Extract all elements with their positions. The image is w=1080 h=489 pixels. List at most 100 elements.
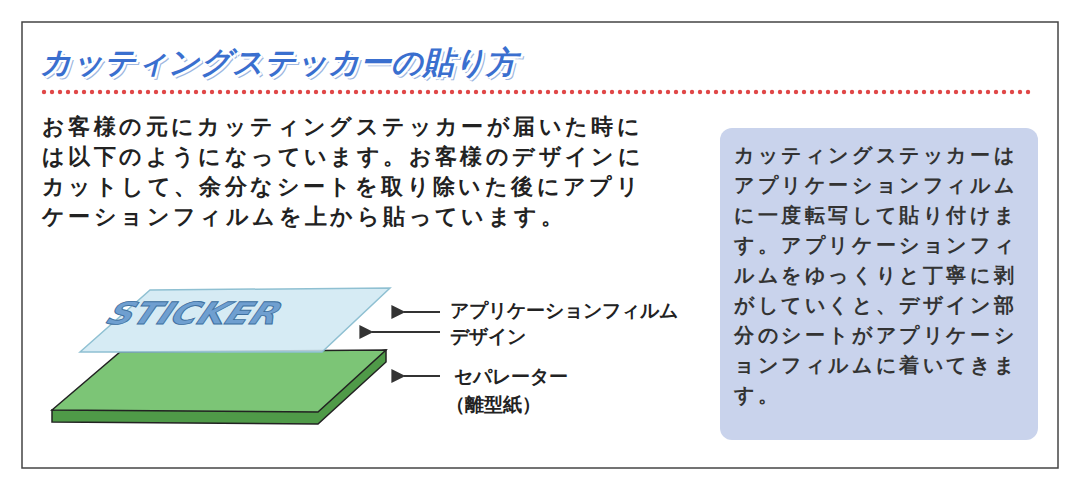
dot [154, 90, 158, 94]
dot [538, 90, 542, 94]
dot [970, 90, 974, 94]
leader-arrow [404, 311, 440, 313]
dot [826, 90, 830, 94]
dot [90, 90, 94, 94]
dot [234, 90, 238, 94]
dot [962, 90, 966, 94]
dotted-rule [42, 90, 1030, 94]
dot [362, 90, 366, 94]
dot [546, 90, 550, 94]
dot [986, 90, 990, 94]
dot [666, 90, 670, 94]
dot [378, 90, 382, 94]
dot [506, 90, 510, 94]
dot [250, 90, 254, 94]
dot [786, 90, 790, 94]
dot [794, 90, 798, 94]
dot [138, 90, 142, 94]
dot [602, 90, 606, 94]
dot [58, 90, 62, 94]
dot [674, 90, 678, 94]
dot [658, 90, 662, 94]
dot [1002, 90, 1006, 94]
title: カッティングステッカーの貼り方 [40, 42, 517, 84]
application-film [80, 288, 390, 352]
dot [626, 90, 630, 94]
dot [842, 90, 846, 94]
dot [242, 90, 246, 94]
dot [746, 90, 750, 94]
dot [330, 90, 334, 94]
leader-arrow [404, 375, 440, 377]
dot [610, 90, 614, 94]
dot [946, 90, 950, 94]
dot [834, 90, 838, 94]
dot [898, 90, 902, 94]
intro-paragraph: お客様の元にカッティングステッカーが届いた時には以下のようになっています。お客様… [42, 112, 667, 232]
dot [914, 90, 918, 94]
dot [202, 90, 206, 94]
dot [274, 90, 278, 94]
dot [1026, 90, 1030, 94]
dot [42, 90, 46, 94]
dot [738, 90, 742, 94]
dot [906, 90, 910, 94]
dot [810, 90, 814, 94]
dot [290, 90, 294, 94]
dot [82, 90, 86, 94]
dot [146, 90, 150, 94]
dot [482, 90, 486, 94]
dot [522, 90, 526, 94]
dot [338, 90, 342, 94]
dot [530, 90, 534, 94]
dot [698, 90, 702, 94]
dot [498, 90, 502, 94]
dot [218, 90, 222, 94]
dot [770, 90, 774, 94]
dot [778, 90, 782, 94]
dot [722, 90, 726, 94]
dot [98, 90, 102, 94]
dot [410, 90, 414, 94]
dot [122, 90, 126, 94]
dot [650, 90, 654, 94]
dot [130, 90, 134, 94]
dot [978, 90, 982, 94]
dot [402, 90, 406, 94]
dot [418, 90, 422, 94]
dot [754, 90, 758, 94]
dot [882, 90, 886, 94]
dot [298, 90, 302, 94]
dot [282, 90, 286, 94]
dot [802, 90, 806, 94]
dot [490, 90, 494, 94]
dot [66, 90, 70, 94]
dot [314, 90, 318, 94]
dot [74, 90, 78, 94]
separator-side [52, 350, 386, 424]
dot [938, 90, 942, 94]
dot [322, 90, 326, 94]
dot [178, 90, 182, 94]
dot [1010, 90, 1014, 94]
dot [514, 90, 518, 94]
dot [442, 90, 446, 94]
dot [586, 90, 590, 94]
dot [370, 90, 374, 94]
dot [594, 90, 598, 94]
note-box: カッティングステッカーはアプリケーションフィルムに一度転写して貼り付けます。アプ… [720, 128, 1038, 440]
dot [818, 90, 822, 94]
note-text: カッティングステッカーはアプリケーションフィルムに一度転写して貼り付けます。アプ… [734, 140, 1028, 410]
dot [570, 90, 574, 94]
dot [858, 90, 862, 94]
dot [426, 90, 430, 94]
dot [258, 90, 262, 94]
dot [562, 90, 566, 94]
design-text: STICKER [102, 296, 289, 331]
separator-sheet [52, 350, 386, 412]
dot [474, 90, 478, 94]
dot [642, 90, 646, 94]
part-label: デザイン [450, 324, 526, 350]
dot [346, 90, 350, 94]
dot [458, 90, 462, 94]
